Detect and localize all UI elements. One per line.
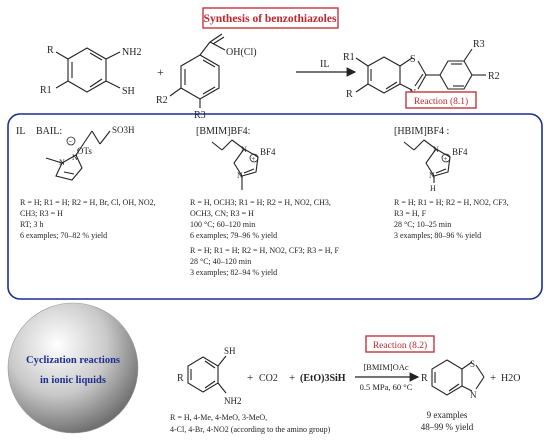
title-box: Synthesis of benzothiazoles — [202, 7, 339, 29]
bail-so3h: SO3H — [112, 125, 135, 135]
bail-ots: OTs — [77, 146, 92, 156]
reaction-8-1-text: Reaction (8.1) — [414, 96, 468, 107]
bottom-reactant-aminothiophenol: R SH NH2 — [177, 346, 242, 406]
bail-line-2: CH3; R3 = H — [20, 209, 63, 218]
sh-label: SH — [122, 86, 135, 97]
product-r1-label: R1 — [343, 52, 355, 63]
svg-text:−: − — [69, 138, 73, 146]
bail-line-3: RT; 3 h — [20, 220, 44, 229]
bmim-line-6: 28 °C; 40–120 min — [190, 257, 251, 266]
title-text: Synthesis of benzothiazoles — [204, 13, 337, 25]
sphere-badge: Cyclization reactions in ionic liquids — [7, 302, 139, 434]
bottom-plus-1: + — [247, 372, 253, 384]
silane-label: (EtO)3SiH — [300, 373, 346, 384]
bottom-prod-s: S — [470, 359, 475, 369]
nh2-label: NH2 — [122, 47, 141, 58]
sphere-line-2: in ionic liquids — [40, 375, 106, 386]
r2-label-reactant: R2 — [156, 95, 168, 106]
bottom-prod-n: N — [470, 390, 477, 400]
bottom-examples: 9 examples — [427, 410, 468, 420]
reaction-arrow-top: IL — [296, 59, 357, 77]
hbim-n2: N — [429, 171, 435, 180]
reaction-arrow-bottom: [BMIM]OAc 0.5 MPa, 60 °C — [355, 362, 420, 392]
bottom-r-label: R — [177, 373, 184, 384]
il-panel-tag: IL — [16, 126, 25, 137]
bottom-cond-bottom: 0.5 MPa, 60 °C — [360, 382, 413, 392]
hbim-bf4: BF4 — [452, 147, 468, 157]
r-label: R — [47, 45, 54, 56]
bottom-plus-2: + — [289, 372, 295, 384]
hbim-n1: N — [433, 145, 439, 154]
bail-header: BAIL: — [36, 126, 62, 137]
reactant-aminothiophenol: NH2 SH R R1 — [40, 45, 141, 97]
hbim-line-1: R = H; R1 = H; R2 = H, NO2, CF3, — [394, 198, 509, 207]
bottom-plus-3: + — [490, 372, 496, 384]
bmim-line-4: 6 examples; 79–96 % yield — [190, 231, 277, 240]
reaction-8-2-text: Reaction (8.2) — [373, 340, 427, 351]
sphere-line-1: Cyclization reactions — [26, 355, 120, 366]
bmim-n1: N — [241, 145, 247, 154]
hbim-line-3: 28 °C; 10–25 min — [394, 220, 451, 229]
water-label: H2O — [501, 373, 520, 384]
bmim-line-7: 3 examples; 82–94 % yield — [190, 268, 277, 277]
bottom-sh-label: SH — [224, 346, 236, 356]
reactant-benzoic-acid: OH(Cl) R2 R3 — [156, 33, 257, 121]
bail-line-4: 6 examples; 70–82 % yield — [20, 231, 107, 240]
bottom-nh2-label: NH2 — [224, 396, 242, 406]
product-r2-label: R2 — [488, 71, 500, 82]
il-arrow-label: IL — [320, 59, 329, 70]
bmim-line-5: R = H; R1 = H; R2 = H, NO2, CF3; R3 = H,… — [190, 246, 340, 255]
bmim-header: [BMIM]BF4: — [196, 126, 250, 137]
bmim-n2: N — [237, 171, 243, 180]
bmim-line-3: 100 °C; 60–120 min — [190, 220, 255, 229]
bottom-yield: 48–99 % yield — [421, 422, 474, 432]
bottom-prod-r: R — [421, 373, 428, 384]
product-r3-label: R3 — [473, 39, 485, 50]
bail-anion-circle — [66, 136, 76, 146]
bmim-bf4: BF4 — [260, 147, 276, 157]
cooh-label: OH(Cl) — [226, 47, 257, 58]
bail-column: BAIL: N N SO3H − OTs R = H; R1 = H; R2 =… — [20, 125, 156, 240]
product-r-label: R — [346, 89, 353, 100]
bmim-column: [BMIM]BF4: N N + BF4 R = H, OCH3; R1 = H… — [190, 126, 340, 277]
reaction-label-8-2: Reaction (8.2) — [365, 335, 435, 353]
bmim-line-1: R = H, OCH3; R1 = H; R2 = H, NO2, CH3, — [190, 198, 331, 207]
bottom-subst-line-1: R = H, 4-Me, 4-MeO, 3-MeO, — [170, 413, 267, 422]
bail-n-plus: N — [72, 153, 78, 162]
co2-label: CO2 — [259, 373, 278, 384]
r1-label: R1 — [40, 85, 52, 96]
bottom-subst-line-2: 4-Cl, 4-Br, 4-NO2 (according to the amin… — [170, 425, 331, 434]
plus-sign-top: + — [157, 65, 164, 79]
product-benzothiazole: S N R1 R R3 R2 — [343, 39, 500, 100]
bmim-line-2: OCH3, CN; R3 = H — [190, 209, 254, 218]
r3-label-reactant: R3 — [194, 110, 206, 121]
reaction-label-8-1: Reaction (8.1) — [405, 91, 477, 109]
hbim-h: H — [430, 184, 436, 193]
bail-line-1: R = H; R1 = H; R2 = H, Br, Cl, OH, NO2, — [20, 198, 156, 207]
svg-text:+: + — [252, 155, 256, 163]
bottom-cond-top: [BMIM]OAc — [363, 362, 409, 372]
hbim-header: [HBIM]BF4 : — [394, 126, 449, 137]
hbim-line-2: R3 = H, F — [394, 209, 427, 218]
bottom-product-benzothiazole: S N R — [421, 359, 485, 400]
bail-n1: N — [59, 158, 65, 167]
hbim-line-4: 3 examples; 80–96 % yield — [394, 231, 481, 240]
hbim-column: [HBIM]BF4 : N N H + BF4 R = H; R1 = H; R… — [394, 126, 509, 240]
il-panel-frame — [7, 113, 543, 300]
product-s-label: S — [410, 54, 416, 65]
svg-text:+: + — [444, 155, 448, 163]
